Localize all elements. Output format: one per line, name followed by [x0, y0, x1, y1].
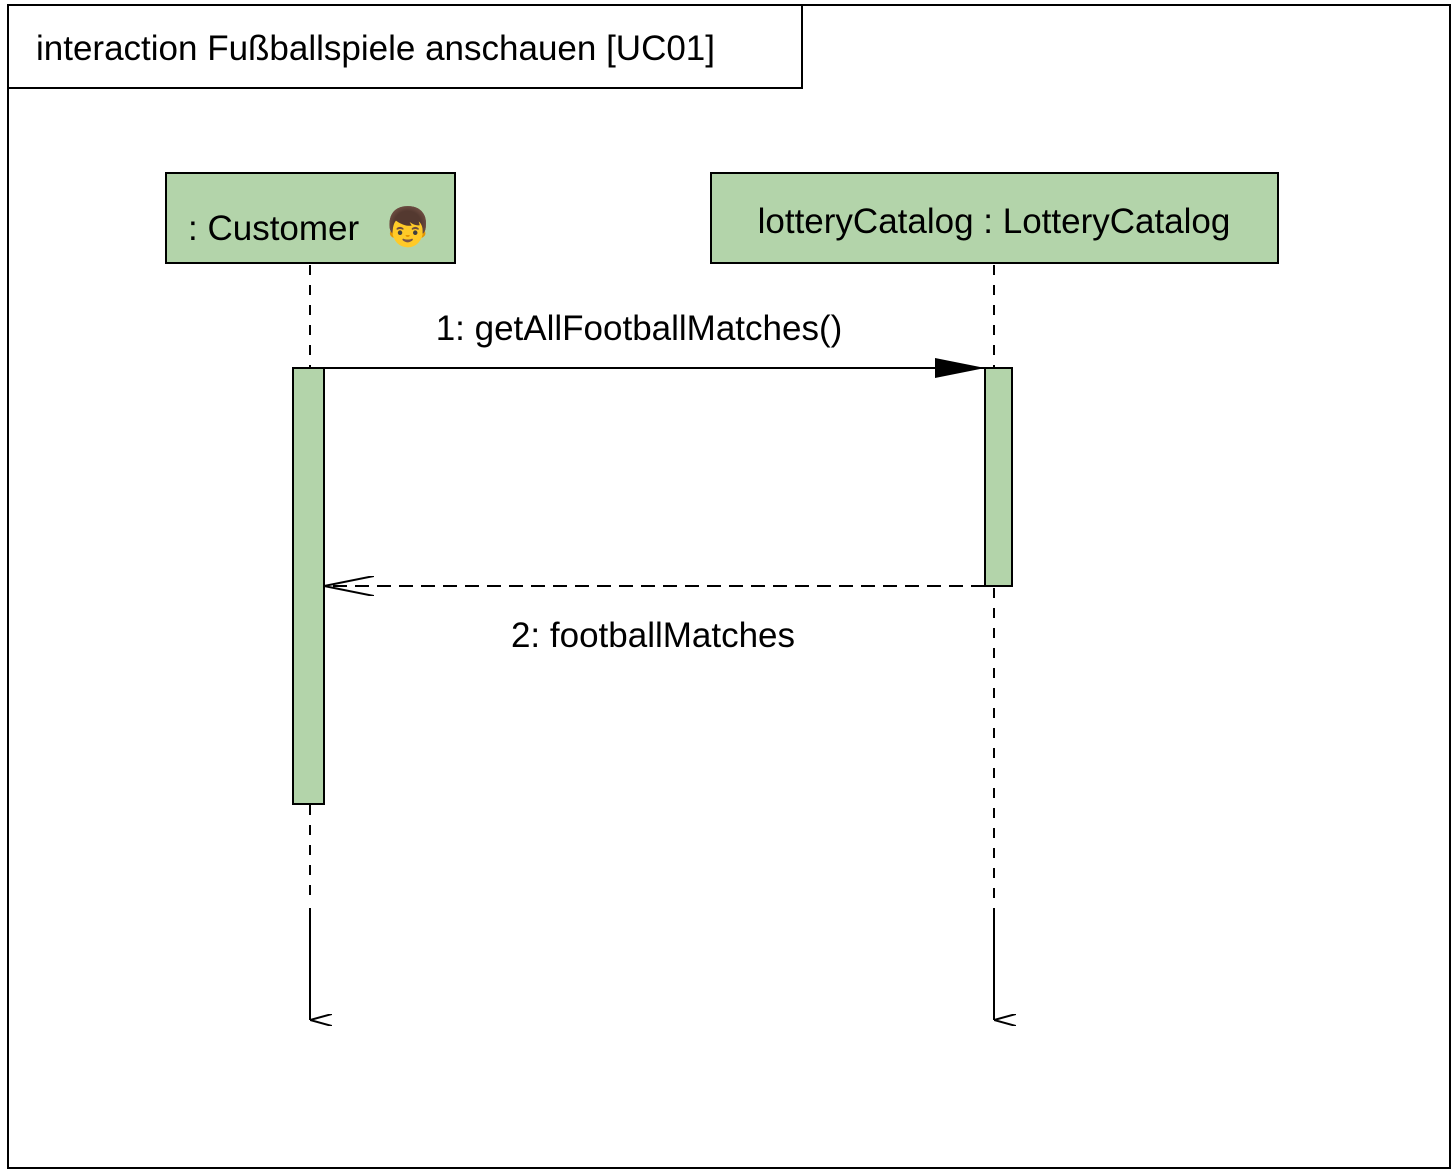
lifeline-customer-box	[165, 172, 456, 264]
frame-title-tab	[7, 4, 803, 89]
activation-customer	[292, 367, 325, 805]
message-1-label: 1: getAllFootballMatches()	[436, 309, 843, 348]
lifeline-lotterycatalog-label: lotteryCatalog : LotteryCatalog	[758, 202, 1231, 241]
frame-title: interaction Fußballspiele anschauen [UC0…	[36, 29, 715, 68]
boy-face-emoji-icon: 👦	[384, 205, 431, 249]
lifeline-customer-label: : Customer	[188, 209, 359, 248]
lifeline-lotterycatalog-box	[710, 172, 1279, 264]
message-2-label: 2: footballMatches	[511, 616, 795, 655]
activation-lotterycatalog	[984, 367, 1013, 587]
